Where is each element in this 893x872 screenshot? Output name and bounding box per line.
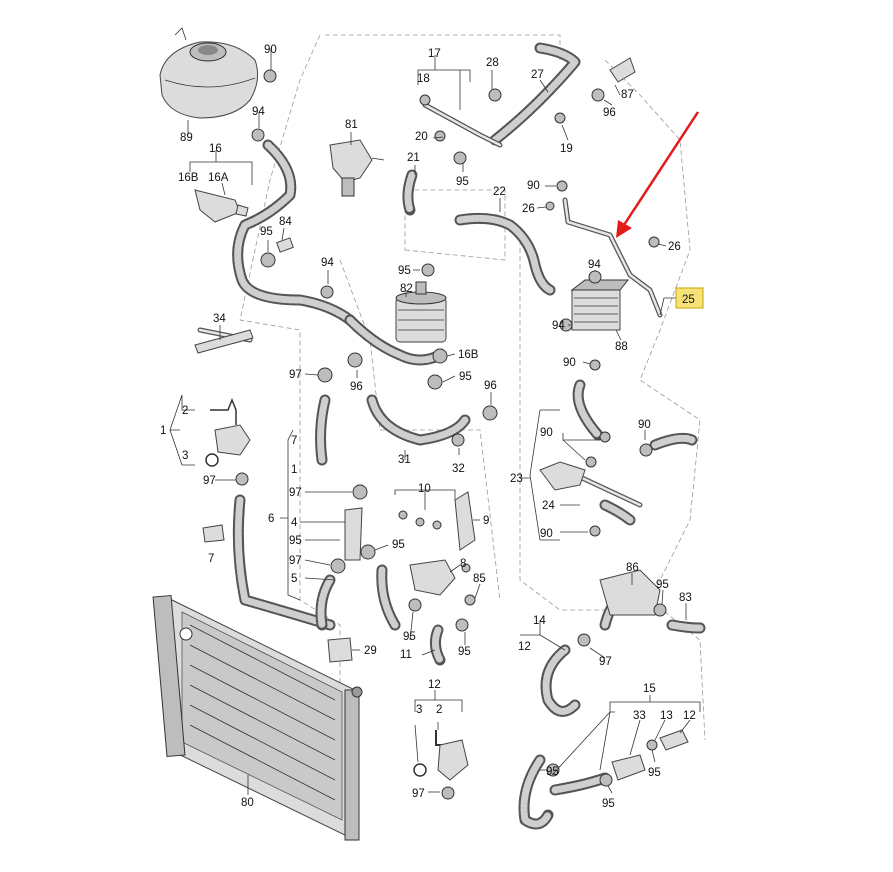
- fittings-and-clamps: [194, 57, 689, 800]
- label: 88: [615, 341, 628, 353]
- label: 25: [682, 294, 695, 306]
- label: 97: [289, 487, 302, 499]
- label: 1: [160, 425, 166, 437]
- label: 87: [621, 89, 634, 101]
- label: 95: [289, 535, 302, 547]
- thermostat-81: [329, 139, 385, 197]
- highlight-box-25: [675, 287, 704, 309]
- label: 95: [456, 176, 469, 188]
- label: 16: [209, 143, 222, 155]
- label: 32: [452, 463, 465, 475]
- label: 95: [458, 646, 471, 658]
- label: 95: [392, 539, 405, 551]
- label: 96: [350, 381, 363, 393]
- expansion-tank-89: [159, 27, 259, 119]
- label: 13: [660, 710, 673, 722]
- label: 4: [291, 517, 298, 529]
- label: 97: [599, 656, 612, 668]
- label: 94: [252, 106, 265, 118]
- label: 7: [291, 435, 297, 447]
- label: 90: [540, 427, 553, 439]
- label: 18: [417, 73, 430, 85]
- label: 11: [400, 649, 412, 661]
- label: 90: [264, 44, 277, 56]
- label: 95: [546, 766, 559, 778]
- label: 95: [656, 579, 669, 591]
- label: 95: [602, 798, 615, 810]
- label: 3: [182, 450, 188, 462]
- part-labels: 90 89 94 17 18 28 27 87 96 81 20 19 16 1…: [160, 44, 696, 810]
- label: 6: [268, 513, 274, 525]
- label: 89: [180, 132, 193, 144]
- label: 95: [398, 265, 411, 277]
- label: 23: [510, 473, 523, 485]
- label: 2: [436, 704, 442, 716]
- label: 21: [407, 152, 420, 164]
- label: 16B: [458, 349, 479, 361]
- label: 31: [398, 454, 411, 466]
- label: 12: [683, 710, 696, 722]
- label: 94: [321, 257, 334, 269]
- label: 95: [648, 767, 661, 779]
- label: 97: [203, 475, 216, 487]
- label: 83: [679, 592, 692, 604]
- label: 97: [289, 555, 302, 567]
- label: 90: [638, 419, 651, 431]
- label: 97: [412, 788, 425, 800]
- label: 90: [527, 180, 540, 192]
- label: 24: [542, 500, 555, 512]
- leader-lines: [169, 48, 701, 795]
- label: 28: [486, 57, 499, 69]
- label: 15: [643, 683, 656, 695]
- label: 90: [540, 528, 553, 540]
- label: 96: [603, 107, 616, 119]
- label: 85: [473, 573, 486, 585]
- dashed-boundary: [239, 34, 706, 741]
- label: 95: [260, 226, 273, 238]
- label: 16A: [208, 172, 229, 184]
- label: 80: [241, 797, 254, 809]
- label: 33: [633, 710, 646, 722]
- label: 10: [418, 483, 431, 495]
- oil-cooler-82: [395, 281, 447, 343]
- label: 90: [563, 357, 576, 369]
- label: 8: [460, 558, 466, 570]
- label: 22: [493, 186, 506, 198]
- label: 19: [560, 143, 573, 155]
- label: 26: [522, 203, 535, 215]
- label: 95: [459, 371, 472, 383]
- radiator-80: [152, 594, 363, 841]
- label: 2: [182, 405, 188, 417]
- label: 12: [518, 641, 531, 653]
- label: 12: [428, 679, 441, 691]
- label: 34: [213, 313, 226, 325]
- label: 9: [483, 515, 489, 527]
- label: 94: [588, 259, 601, 271]
- label: 96: [484, 380, 497, 392]
- label: 17: [428, 48, 441, 60]
- label: 5: [291, 573, 297, 585]
- label: 1: [291, 464, 297, 476]
- label: 86: [626, 562, 639, 574]
- label: 16B: [178, 172, 199, 184]
- label: 20: [415, 131, 428, 143]
- label: 97: [289, 369, 302, 381]
- label: 95: [403, 631, 416, 643]
- label: 27: [531, 69, 544, 81]
- label: 26: [668, 241, 681, 253]
- label: 14: [533, 615, 546, 627]
- label: 94: [552, 320, 565, 332]
- label: 84: [279, 216, 292, 228]
- heat-exchanger-88: [570, 279, 630, 331]
- label: 81: [345, 119, 358, 131]
- label: 82: [400, 283, 413, 295]
- label: 3: [416, 704, 422, 716]
- label: 29: [364, 645, 377, 657]
- label: 7: [208, 553, 214, 565]
- red-arrow: [616, 111, 700, 238]
